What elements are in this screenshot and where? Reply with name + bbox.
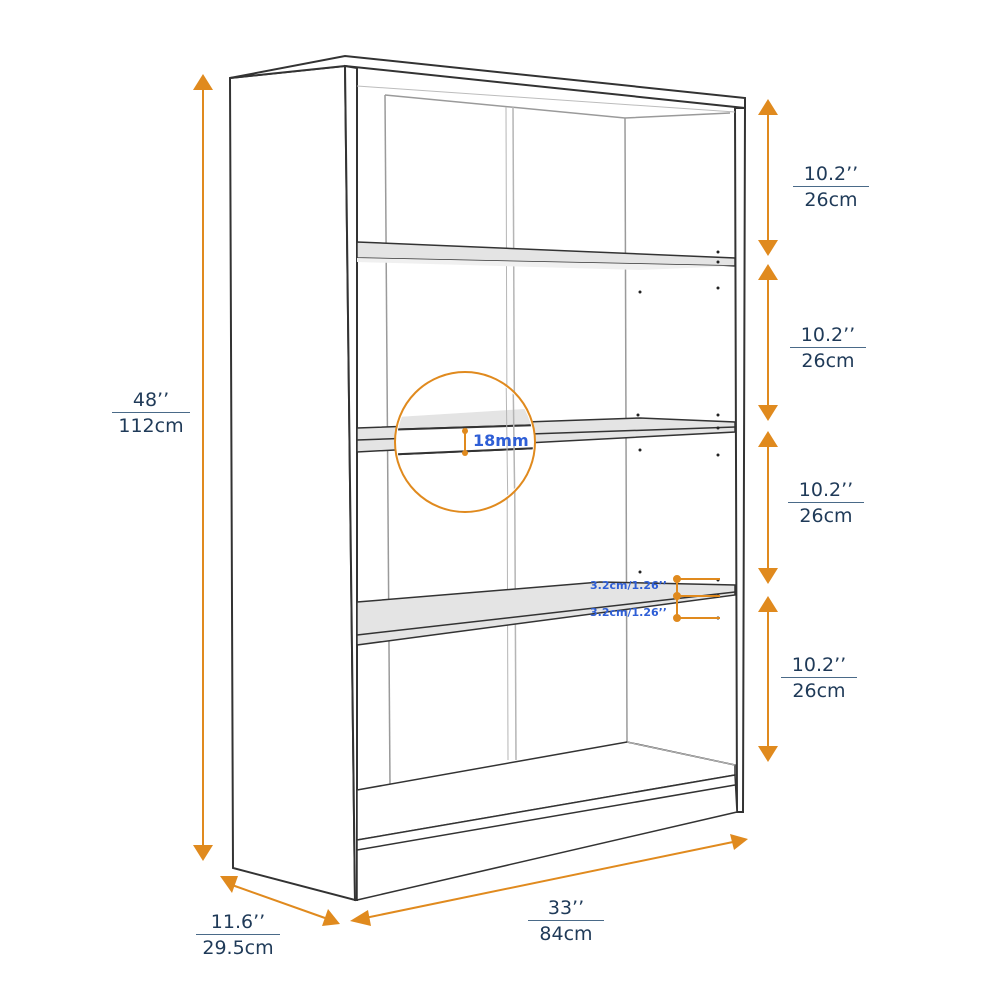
shelf-spacing-label-3: 10.2’’ 26cm: [788, 478, 864, 529]
height-dimension-arrow: [193, 74, 213, 861]
spacing-1-imperial: 10.2’’: [793, 162, 869, 187]
width-metric: 84cm: [539, 923, 593, 945]
height-metric: 112cm: [118, 415, 184, 437]
depth-label: 11.6’’ 29.5cm: [196, 910, 280, 961]
hole-spacing-lower-label: 3.2cm/1.26’’: [590, 606, 667, 619]
width-dimension-arrow: [350, 834, 748, 926]
right-side-panel: [733, 107, 747, 813]
width-label: 33’’ 84cm: [528, 896, 604, 947]
height-label: 48’’ 112cm: [112, 388, 190, 439]
depth-metric: 29.5cm: [202, 937, 274, 959]
thickness-zoom-detail: [394, 371, 536, 513]
height-imperial: 48’’: [112, 388, 190, 413]
shelf-spacing-label-4: 10.2’’ 26cm: [781, 653, 857, 704]
spacing-2-imperial: 10.2’’: [790, 323, 866, 348]
hole-spacing-upper-label: 3.2cm/1.26’’: [590, 579, 667, 592]
spacing-4-imperial: 10.2’’: [781, 653, 857, 678]
depth-imperial: 11.6’’: [196, 910, 280, 935]
width-imperial: 33’’: [528, 896, 604, 921]
spacing-3-metric: 26cm: [799, 505, 853, 527]
top-board: [229, 54, 746, 110]
kick-plate: [356, 774, 738, 901]
depth-dimension-arrow: [220, 876, 340, 926]
bottom-shelf: [356, 741, 736, 841]
shelf-spacing-label-1: 10.2’’ 26cm: [793, 162, 869, 213]
shelf-spacing-arrows: [758, 99, 778, 762]
board-thickness-label: 18mm: [473, 431, 529, 450]
spacing-1-metric: 26cm: [804, 189, 858, 211]
spacing-3-imperial: 10.2’’: [788, 478, 864, 503]
hole-spacing-markers: [673, 575, 720, 622]
spacing-2-metric: 26cm: [801, 350, 855, 372]
spacing-4-metric: 26cm: [792, 680, 846, 702]
shelf-spacing-label-2: 10.2’’ 26cm: [790, 323, 866, 374]
left-side-panel: [228, 64, 357, 902]
